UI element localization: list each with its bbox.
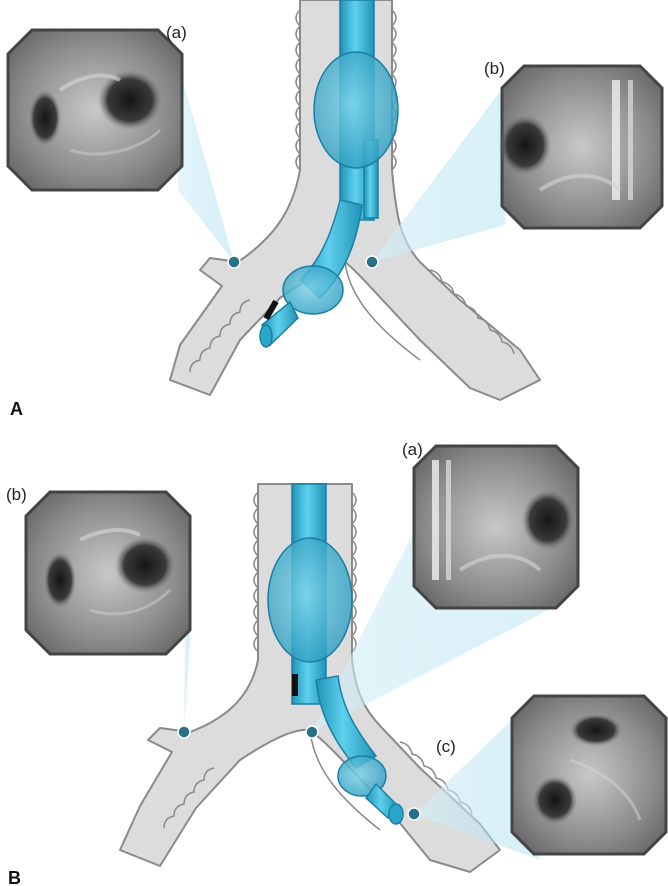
- inset-label-b-c: (c): [436, 737, 456, 756]
- panel-b: (b) (a) (c) B: [6, 440, 666, 886]
- panel-label-b: B: [8, 868, 21, 886]
- scope-marker-b-c: [408, 808, 420, 820]
- inset-label-b-b: (b): [6, 485, 27, 504]
- scope-marker-a-a: [228, 256, 240, 268]
- inset-photo-b-c: [512, 696, 666, 854]
- inset-label-a-a: (a): [166, 23, 187, 42]
- scope-marker-b-b: [178, 726, 190, 738]
- scope-marker-b-a: [306, 726, 318, 738]
- panel-a: (a) (b) A: [8, 0, 662, 419]
- inset-photo-a-b: [499, 66, 662, 228]
- scope-marker-a-b: [366, 256, 378, 268]
- inset-photo-a-a: [8, 30, 182, 190]
- inset-label-a-b: (b): [484, 59, 505, 78]
- panel-label-a: A: [10, 399, 23, 419]
- inset-photo-b-a: [414, 446, 578, 608]
- beam-a-a: [178, 70, 234, 262]
- inset-label-b-a: (a): [402, 440, 423, 459]
- inset-photo-b-b: [26, 492, 190, 654]
